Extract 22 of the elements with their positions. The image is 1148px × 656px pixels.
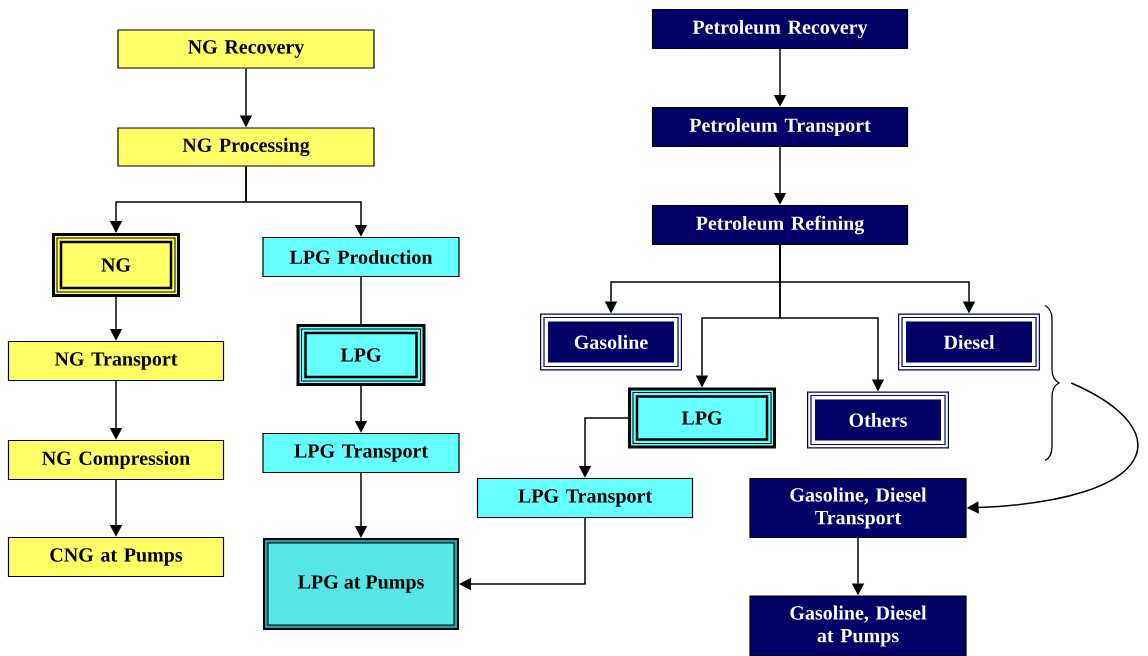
process-box: Gasoline, Diesel at Pumps [749,595,967,656]
process-box: LPG Transport [476,477,694,519]
product-box: Diesel [898,313,1040,371]
process-box: NG Processing [117,127,375,167]
arrow [459,517,586,591]
process-box: NG Transport [7,340,225,382]
product-box: Gasoline [540,313,682,371]
process-box: NG Compression [7,439,225,481]
product-box: LPG [628,387,776,449]
process-box: Petroleum Recovery [651,8,909,50]
brace [1044,304,1060,462]
product-box: Others [807,391,949,449]
process-box: Gasoline, Diesel Transport [749,477,967,539]
process-box: LPG Transport [262,432,460,474]
pump-box: LPG at Pumps [263,538,459,630]
process-box: NG Recovery [117,29,375,69]
process-box: Petroleum Refining [651,204,909,246]
product-box: LPG [296,324,426,386]
process-box: CNG at Pumps [7,536,225,578]
process-box: Petroleum Transport [651,106,909,148]
product-box: NG [52,233,180,297]
process-box: LPG Production [262,236,460,278]
